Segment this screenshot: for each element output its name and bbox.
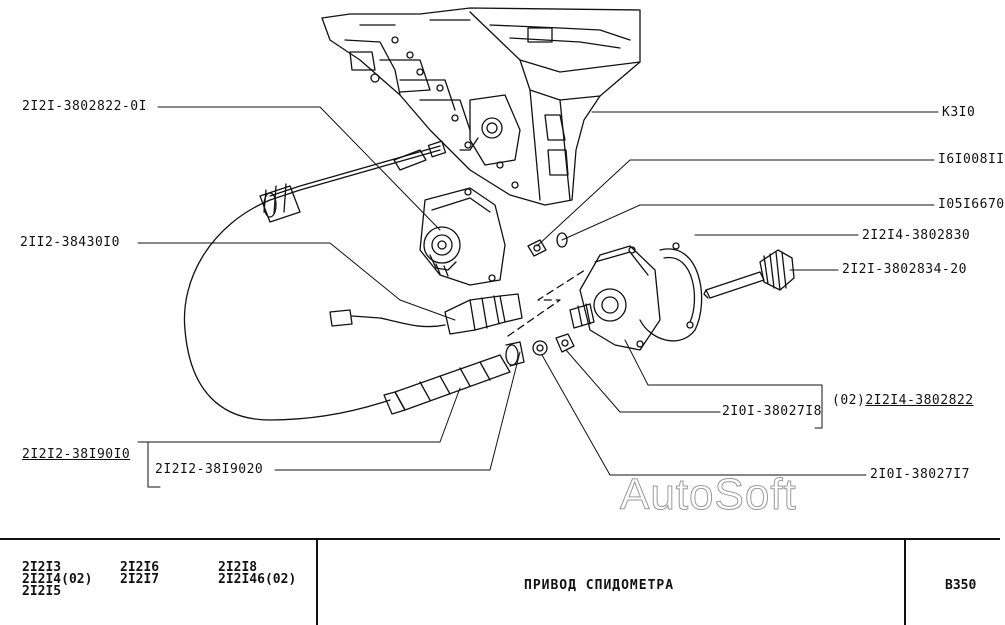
title-block-divider-2 [904, 540, 906, 625]
speedometer-cable [183, 140, 447, 421]
drawing-title: ПРИВОД СПИДОМЕТРА [524, 578, 675, 593]
label-part-5: К3I0 [942, 105, 976, 120]
model-2I2I3: 2I2I3 [22, 560, 62, 575]
model-2I2I5: 2I2I5 [22, 584, 62, 599]
title-block: 2I2I3 2I2I4(02) 2I2I5 2I2I6 2I2I7 2I2I8 … [0, 538, 1000, 625]
label-part-10-prefix: (02) [832, 393, 866, 408]
label-part-8: 2I2I4-3802830 [862, 228, 971, 243]
drive-housing-upper [419, 187, 506, 286]
model-2I2I4-02: 2I2I4(02) [22, 572, 93, 587]
model-2I2I46-02: 2I2I46(02) [218, 572, 297, 587]
label-part-6: I6I008II [938, 152, 1005, 167]
parts-diagram: 2I2I-3802822-0I 2II2-38430I0 2I2I2-38I90… [20, 7, 1004, 520]
label-part-9: 2I2I-3802834-20 [842, 262, 967, 277]
parting-line [507, 269, 586, 337]
diagram-drawing [137, 7, 939, 488]
label-part-11: 2I0I-38027I8 [722, 404, 822, 419]
speed-sensor [329, 293, 523, 335]
label-part-4: 2I2I2-38I9020 [155, 462, 264, 477]
label-part-10-number: 2I2I4-3802822 [865, 393, 974, 408]
label-part-10: (02)2I2I4-3802822 [832, 394, 974, 408]
model-2I2I6: 2I2I6 [120, 560, 160, 575]
label-part-1: 2I2I-3802822-0I [22, 99, 147, 114]
gearbox-housing [321, 7, 641, 206]
title-block-divider-1 [316, 540, 318, 625]
model-2I2I8: 2I2I8 [218, 560, 258, 575]
drive-housing-right [569, 242, 703, 351]
label-part-7: I05I6670 [938, 197, 1005, 212]
driven-gear [703, 249, 795, 299]
leader-lines [137, 106, 939, 488]
label-part-3: 2I2I2-38I90I0 [22, 447, 131, 462]
sheet-code: В350 [945, 578, 977, 593]
label-part-12: 2I0I-38027I7 [870, 467, 970, 482]
washers [527, 232, 575, 356]
watermark: AutoSoft [620, 470, 797, 520]
label-part-2: 2II2-38430I0 [20, 235, 120, 250]
model-2I2I7: 2I2I7 [120, 572, 160, 587]
